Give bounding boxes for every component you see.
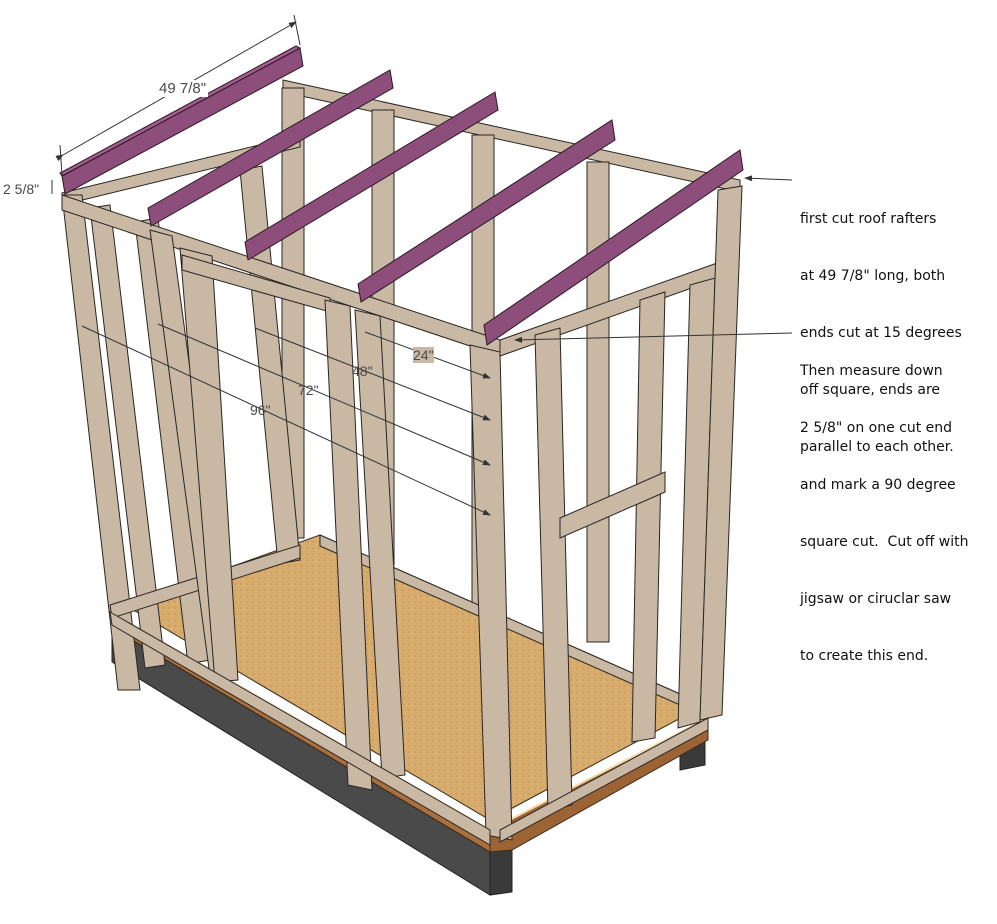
callout-line: Then measure down [800, 363, 943, 379]
dimension-48: 48" [352, 363, 373, 379]
callout-line: at 49 7/8" long, both [800, 268, 946, 284]
callout-line: first cut roof rafters [800, 211, 937, 227]
callout-leaders [514, 175, 793, 343]
dimension-rafter-drop: 2 5/8" [3, 181, 40, 197]
callout-rafter-cut: first cut roof rafters at 49 7/8" long, … [800, 172, 962, 476]
dimension-96: 96" [250, 402, 271, 418]
callout-end-cut: Then measure down 2 5/8" on one cut end … [800, 324, 969, 685]
callout-line: off square, ends are [800, 382, 941, 398]
callout-line: 2 5/8" on one cut end [800, 420, 953, 436]
front-wall-framing [61, 194, 513, 846]
callout-line: ends cut at 15 degrees [800, 325, 962, 341]
callout-line: jigsaw or ciruclar saw [800, 591, 952, 607]
callout-line: square cut. Cut off with [800, 534, 969, 550]
callout-line: to create this end. [800, 648, 929, 664]
dimension-72: 72" [298, 382, 319, 398]
dimension-24: 24" [413, 347, 434, 363]
callout-line: and mark a 90 degree [800, 477, 956, 493]
right-wall-framing [499, 185, 743, 843]
dimension-rafter-length: 49 7/8" [157, 80, 209, 97]
callout-line: parallel to each other. [800, 439, 954, 455]
